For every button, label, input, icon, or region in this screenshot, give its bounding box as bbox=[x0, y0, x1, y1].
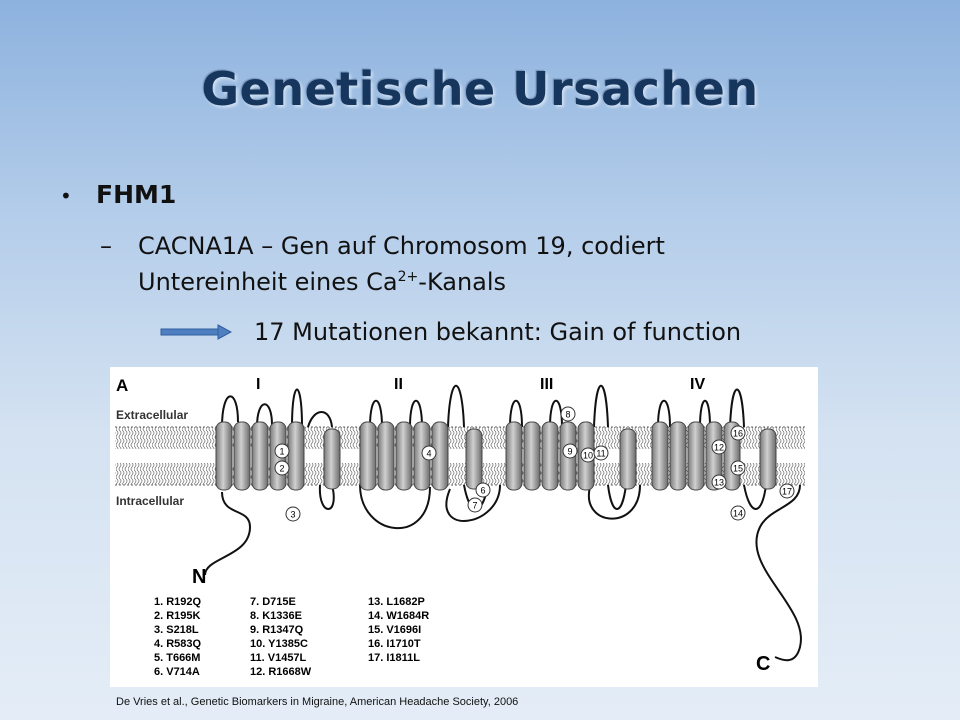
mutation-marker-8: 8 bbox=[560, 406, 576, 422]
mutation-entry: 6. V714A bbox=[154, 666, 200, 678]
mutation-marker-6: 6 bbox=[475, 482, 491, 498]
svg-text:11: 11 bbox=[596, 449, 605, 459]
mutation-entry: 5. T666M bbox=[154, 652, 200, 664]
bullet-fhm1: • FHM1 bbox=[60, 180, 176, 209]
mutation-marker-10: 10 bbox=[580, 447, 596, 463]
mutation-marker-17: 17 bbox=[779, 483, 795, 499]
svg-text:17: 17 bbox=[782, 487, 792, 497]
mutation-entry: 4. R583Q bbox=[154, 638, 202, 650]
svg-text:16: 16 bbox=[733, 429, 743, 439]
mutation-list: 1. R192Q 2. R195K 3. S218L 4. R583Q 5. T666M… bbox=[154, 596, 429, 678]
mutation-entry: 8. K1336E bbox=[250, 610, 302, 622]
mutation-entry: 16. I1710T bbox=[368, 638, 421, 650]
arrow-statement: 17 Mutationen bekannt: Gain of function bbox=[160, 318, 741, 346]
transmembrane-helices bbox=[215, 421, 777, 491]
mutation-marker-4: 4 bbox=[421, 445, 437, 461]
domain-ii-helices bbox=[359, 421, 483, 491]
mutation-marker-2: 2 bbox=[274, 460, 290, 476]
sub-line-1: CACNA1A – Gen auf Chromosom 19, codiert bbox=[138, 232, 665, 260]
domain-label-i: I bbox=[256, 376, 260, 393]
mutation-marker-7: 7 bbox=[467, 497, 483, 513]
n-terminus-label: N bbox=[192, 566, 206, 588]
domain-label-ii: II bbox=[394, 376, 403, 393]
mutation-marker-16: 16 bbox=[730, 425, 746, 441]
sub-bullet-cacna1a: – CACNA1A – Gen auf Chromosom 19, codier… bbox=[100, 228, 860, 300]
mutation-entry: 1. R192Q bbox=[154, 596, 202, 608]
svg-text:1: 1 bbox=[279, 447, 284, 457]
mutation-marker-1: 1 bbox=[274, 443, 290, 459]
svg-text:12: 12 bbox=[714, 443, 724, 453]
mutation-marker-3: 3 bbox=[285, 506, 301, 522]
mutation-entry: 9. R1347Q bbox=[250, 624, 304, 636]
sub-line-2-post: -Kanals bbox=[418, 268, 507, 296]
mutation-entry: 3. S218L bbox=[154, 624, 199, 636]
bullet-dot: • bbox=[60, 184, 72, 208]
mutation-entry: 12. R1668W bbox=[250, 666, 312, 678]
intracellular-label: Intracellular bbox=[116, 494, 184, 508]
c-terminus-label: C bbox=[756, 653, 770, 675]
mutation-entry: 13. L1682P bbox=[368, 596, 425, 608]
domain-label-iv: IV bbox=[690, 376, 705, 393]
mutation-marker-15: 15 bbox=[730, 460, 746, 476]
svg-text:8: 8 bbox=[565, 410, 570, 420]
bullet-label: FHM1 bbox=[96, 180, 177, 209]
mutation-entry: 10. Y1385C bbox=[250, 638, 308, 650]
citation-caption: De Vries et al., Genetic Biomarkers in M… bbox=[116, 696, 519, 708]
mutation-entry: 2. R195K bbox=[154, 610, 201, 622]
extracellular-label: Extracellular bbox=[116, 408, 188, 422]
svg-text:3: 3 bbox=[290, 510, 295, 520]
mutation-marker-12: 12 bbox=[711, 439, 727, 455]
svg-text:14: 14 bbox=[733, 509, 743, 519]
svg-text:10: 10 bbox=[583, 451, 593, 461]
channel-topology-diagram: A I II III IV Extracellular Intracellula… bbox=[115, 376, 805, 678]
calcium-channel-figure: A I II III IV Extracellular Intracellula… bbox=[110, 367, 818, 687]
arrow-text: 17 Mutationen bekannt: Gain of function bbox=[254, 318, 742, 346]
svg-text:15: 15 bbox=[733, 464, 743, 474]
domain-label-iii: III bbox=[540, 376, 553, 393]
mutation-entry: 14. W1684R bbox=[368, 610, 429, 622]
panel-label: A bbox=[116, 376, 128, 395]
sub-bullet-text: CACNA1A – Gen auf Chromosom 19, codiert … bbox=[138, 228, 665, 300]
svg-text:9: 9 bbox=[567, 447, 572, 457]
ca-charge-superscript: 2+ bbox=[397, 269, 419, 285]
mutation-entry: 11. V1457L bbox=[250, 652, 307, 664]
svg-text:2: 2 bbox=[279, 464, 284, 474]
svg-text:13: 13 bbox=[714, 478, 724, 488]
mutation-entry: 17. I1811L bbox=[368, 652, 420, 664]
sub-bullet-dash: – bbox=[100, 232, 112, 260]
slide-title: Genetische Ursachen bbox=[201, 62, 759, 116]
svg-text:6: 6 bbox=[480, 486, 485, 496]
mutation-marker-11: 11 bbox=[593, 445, 609, 461]
mutation-marker-14: 14 bbox=[730, 505, 746, 521]
mutation-entry: 7. D715E bbox=[250, 596, 296, 608]
mutation-marker-13: 13 bbox=[711, 474, 727, 490]
right-arrow-icon bbox=[160, 324, 232, 340]
mutation-marker-9: 9 bbox=[562, 443, 578, 459]
mutation-entry: 15. V1696I bbox=[368, 624, 421, 636]
svg-text:4: 4 bbox=[426, 449, 431, 459]
sub-line-2-pre: Untereinheit eines Ca bbox=[138, 268, 398, 296]
svg-text:7: 7 bbox=[472, 501, 477, 511]
